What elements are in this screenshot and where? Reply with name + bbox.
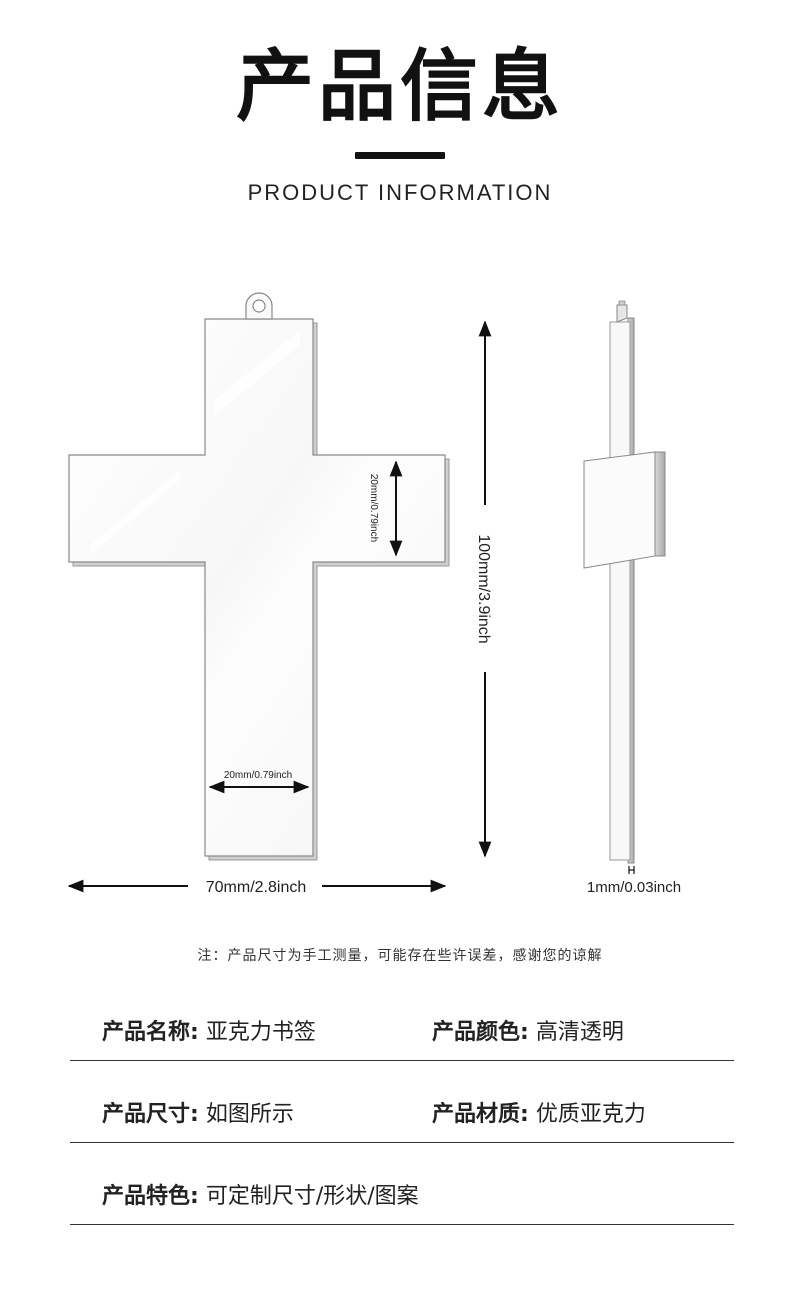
spec-color: 产品颜色: 高清透明 [432, 1014, 624, 1046]
total-height-dimension: 100mm/3.9inch [475, 320, 492, 858]
spec-row-1: 产品名称: 亚克力书签 产品颜色: 高清透明 [70, 1000, 734, 1061]
cross-side-view [583, 300, 666, 864]
product-dimension-diagram: 20mm/0.79inch 20mm/0.79inch 100mm/3.9inc… [67, 292, 681, 896]
thickness-label: 1mm/0.03inch [587, 879, 681, 896]
stem-width-label: 20mm/0.79inch [224, 770, 292, 781]
total-width-dimension: 70mm/2.8inch [67, 879, 447, 896]
stem-width-dimension: 20mm/0.79inch [208, 770, 310, 794]
thickness-dimension: 1mm/0.03inch [587, 866, 681, 896]
spec-name-value: 亚克力书签 [205, 1020, 316, 1045]
spec-color-value: 高清透明 [535, 1020, 624, 1045]
spec-size-label: 产品尺寸: [102, 1102, 199, 1127]
spec-feature-label: 产品特色: [102, 1184, 199, 1209]
page-title: 产品信息 [235, 42, 564, 132]
spec-material-label: 产品材质: [432, 1102, 529, 1127]
cross-front-view [68, 292, 450, 861]
spec-name-label: 产品名称: [102, 1020, 199, 1045]
spec-size: 产品尺寸: 如图所示 [102, 1096, 294, 1128]
arm-height-dimension: 20mm/0.79inch [368, 460, 403, 557]
spec-size-value: 如图所示 [205, 1102, 294, 1127]
page-subtitle: PRODUCT INFORMATION [247, 180, 553, 205]
spec-material: 产品材质: 优质亚克力 [432, 1096, 646, 1128]
spec-feature: 产品特色: 可定制尺寸/形状/图案 [102, 1178, 419, 1210]
spec-row-2: 产品尺寸: 如图所示 产品材质: 优质亚克力 [70, 1082, 734, 1143]
spec-feature-value: 可定制尺寸/形状/图案 [205, 1184, 419, 1209]
total-height-label: 100mm/3.9inch [475, 534, 492, 643]
spec-row-3: 产品特色: 可定制尺寸/形状/图案 [70, 1164, 734, 1225]
total-width-label: 70mm/2.8inch [206, 879, 307, 896]
title-underline [355, 152, 445, 159]
spec-name: 产品名称: 亚克力书签 [102, 1014, 316, 1046]
spec-color-label: 产品颜色: [432, 1020, 529, 1045]
spec-material-value: 优质亚克力 [535, 1102, 646, 1127]
measurement-note: 注：产品尺寸为手工测量，可能存在些许误差，感谢您的谅解 [197, 948, 603, 964]
arm-height-label: 20mm/0.79inch [368, 474, 379, 542]
